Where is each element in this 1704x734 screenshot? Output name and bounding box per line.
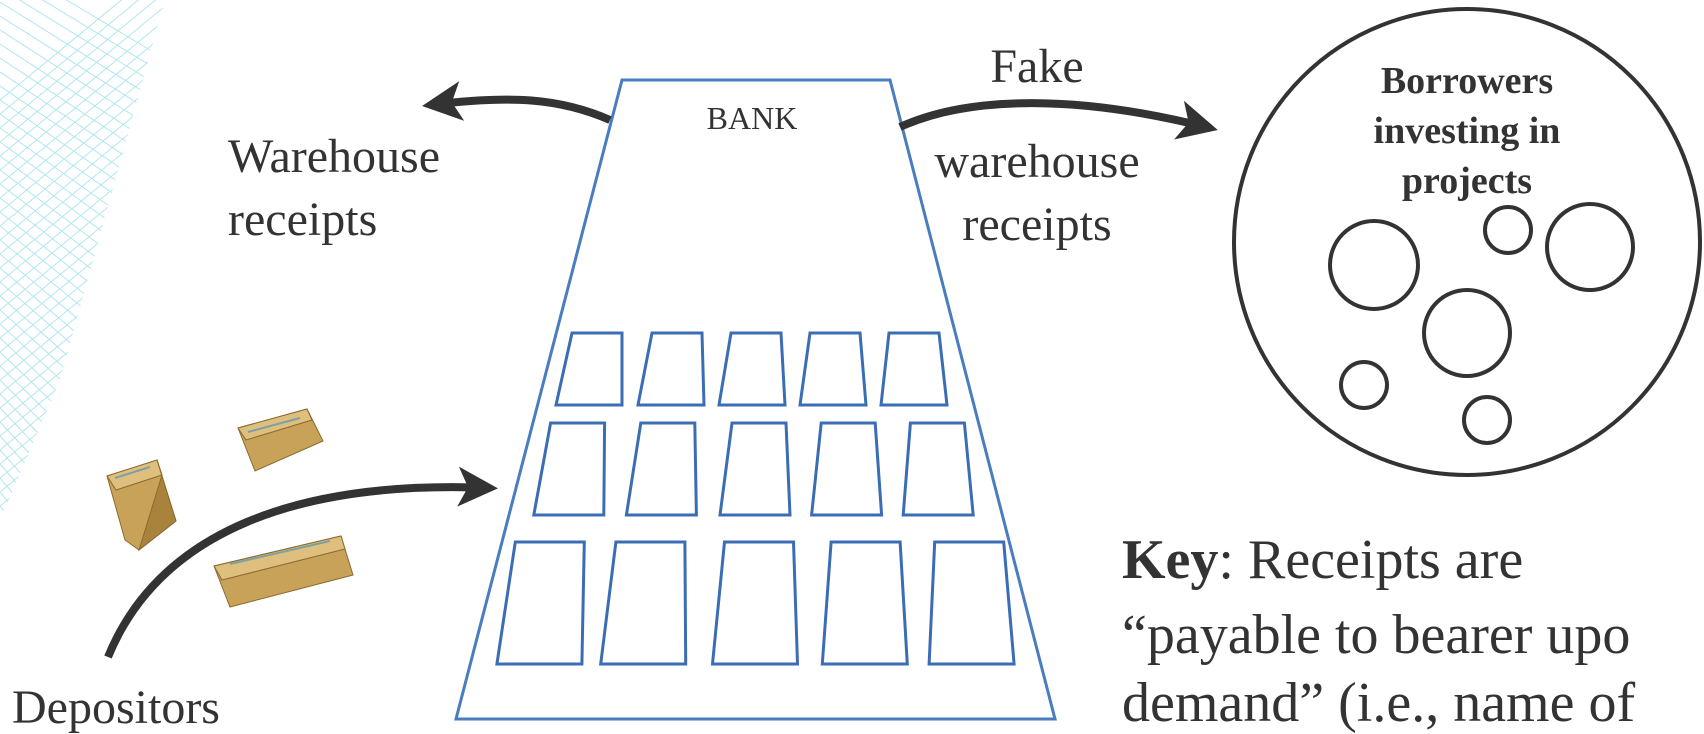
arrow-depositors-to-bank xyxy=(104,466,498,659)
project-circle xyxy=(1462,395,1512,445)
mesh-line xyxy=(0,15,143,107)
window-r1-c1 xyxy=(554,331,624,407)
key-text-line1: : Receipts are xyxy=(1218,529,1524,591)
mesh-line xyxy=(0,0,149,65)
mesh-line xyxy=(0,211,115,303)
window-r3-c4 xyxy=(820,540,909,666)
key-note-line3: demand” (i.e., name of xyxy=(1122,672,1636,734)
mesh-line xyxy=(0,337,97,429)
fake-receipts-label-line3: receipts xyxy=(962,198,1112,251)
mesh-line xyxy=(0,505,73,520)
mesh-line xyxy=(0,1,165,143)
window-r1-c5 xyxy=(879,331,949,407)
warehouse-receipts-label-line2: receipts xyxy=(228,193,378,246)
mesh-line xyxy=(0,15,165,157)
mesh-line xyxy=(0,71,135,163)
deposit-box-icon xyxy=(213,535,354,608)
bank-title: BANK xyxy=(706,100,798,136)
decorative-mesh-background xyxy=(0,0,165,520)
key-note-line1: Key: Receipts are xyxy=(1122,525,1523,595)
mesh-line xyxy=(0,127,127,219)
mesh-line xyxy=(0,113,129,205)
mesh-line xyxy=(0,85,133,177)
window-r2-c2 xyxy=(624,421,698,517)
depositors-label: Depositors xyxy=(12,681,220,734)
warehouse-receipts-label-line1: Warehouse xyxy=(228,130,441,183)
bank-windows xyxy=(495,331,1016,666)
mesh-line xyxy=(0,309,101,401)
borrowers-circle xyxy=(1232,7,1702,477)
window-r3-c2 xyxy=(599,540,688,666)
mesh-line xyxy=(0,253,109,345)
key-note-line2: “payable to bearer upo xyxy=(1122,604,1631,666)
deposit-box-icon xyxy=(237,408,324,472)
window-r2-c5 xyxy=(901,421,975,517)
mesh-line xyxy=(0,0,165,129)
mesh-line xyxy=(0,239,111,331)
borrowers-label-line1: Borrowers xyxy=(1380,60,1554,102)
window-r3-c1 xyxy=(495,540,586,666)
mesh-line xyxy=(0,477,77,520)
mesh-line xyxy=(0,449,81,520)
project-circle xyxy=(1545,202,1635,292)
window-r1-c3 xyxy=(717,331,787,407)
window-r2-c3 xyxy=(718,421,792,517)
mesh-line xyxy=(0,43,139,135)
project-circle xyxy=(1422,288,1512,378)
mesh-line xyxy=(0,29,141,121)
mesh-line xyxy=(0,0,151,51)
mesh-line xyxy=(0,323,99,415)
window-r1-c2 xyxy=(636,331,706,407)
mesh-line xyxy=(0,435,83,520)
mesh-line xyxy=(0,57,165,199)
arrow-fake-warehouse-receipts xyxy=(898,99,1218,140)
project-circle xyxy=(1328,219,1420,311)
arrow-warehouse-receipts xyxy=(422,81,612,124)
fake-receipts-label-line2: warehouse xyxy=(934,135,1140,188)
borrowers-label-line3: projects xyxy=(1401,160,1533,202)
mesh-line xyxy=(0,491,75,520)
window-r2-c1 xyxy=(532,421,607,517)
window-r3-c5 xyxy=(927,540,1016,666)
mesh-line xyxy=(0,463,79,520)
window-r3-c3 xyxy=(710,540,800,666)
mesh-line xyxy=(0,225,113,317)
mesh-line xyxy=(0,141,125,233)
deposit-box-icon xyxy=(106,459,177,552)
mesh-line xyxy=(0,197,117,289)
mesh-line xyxy=(0,0,147,79)
window-r2-c4 xyxy=(809,421,884,517)
key-heading: Key xyxy=(1122,529,1219,591)
mesh-line xyxy=(0,99,131,191)
project-circles xyxy=(1328,202,1635,445)
mesh-line xyxy=(0,183,119,275)
mesh-line xyxy=(0,267,107,359)
project-circle xyxy=(1483,205,1533,255)
bank-building xyxy=(454,78,1057,721)
borrowers-label-line2: investing in xyxy=(1373,110,1561,152)
mesh-line xyxy=(0,155,123,247)
mesh-line xyxy=(0,1,145,93)
mesh-line xyxy=(0,0,165,115)
fake-receipts-label-line1: Fake xyxy=(990,40,1084,93)
window-r1-c4 xyxy=(798,331,868,407)
project-circle xyxy=(1339,360,1389,410)
